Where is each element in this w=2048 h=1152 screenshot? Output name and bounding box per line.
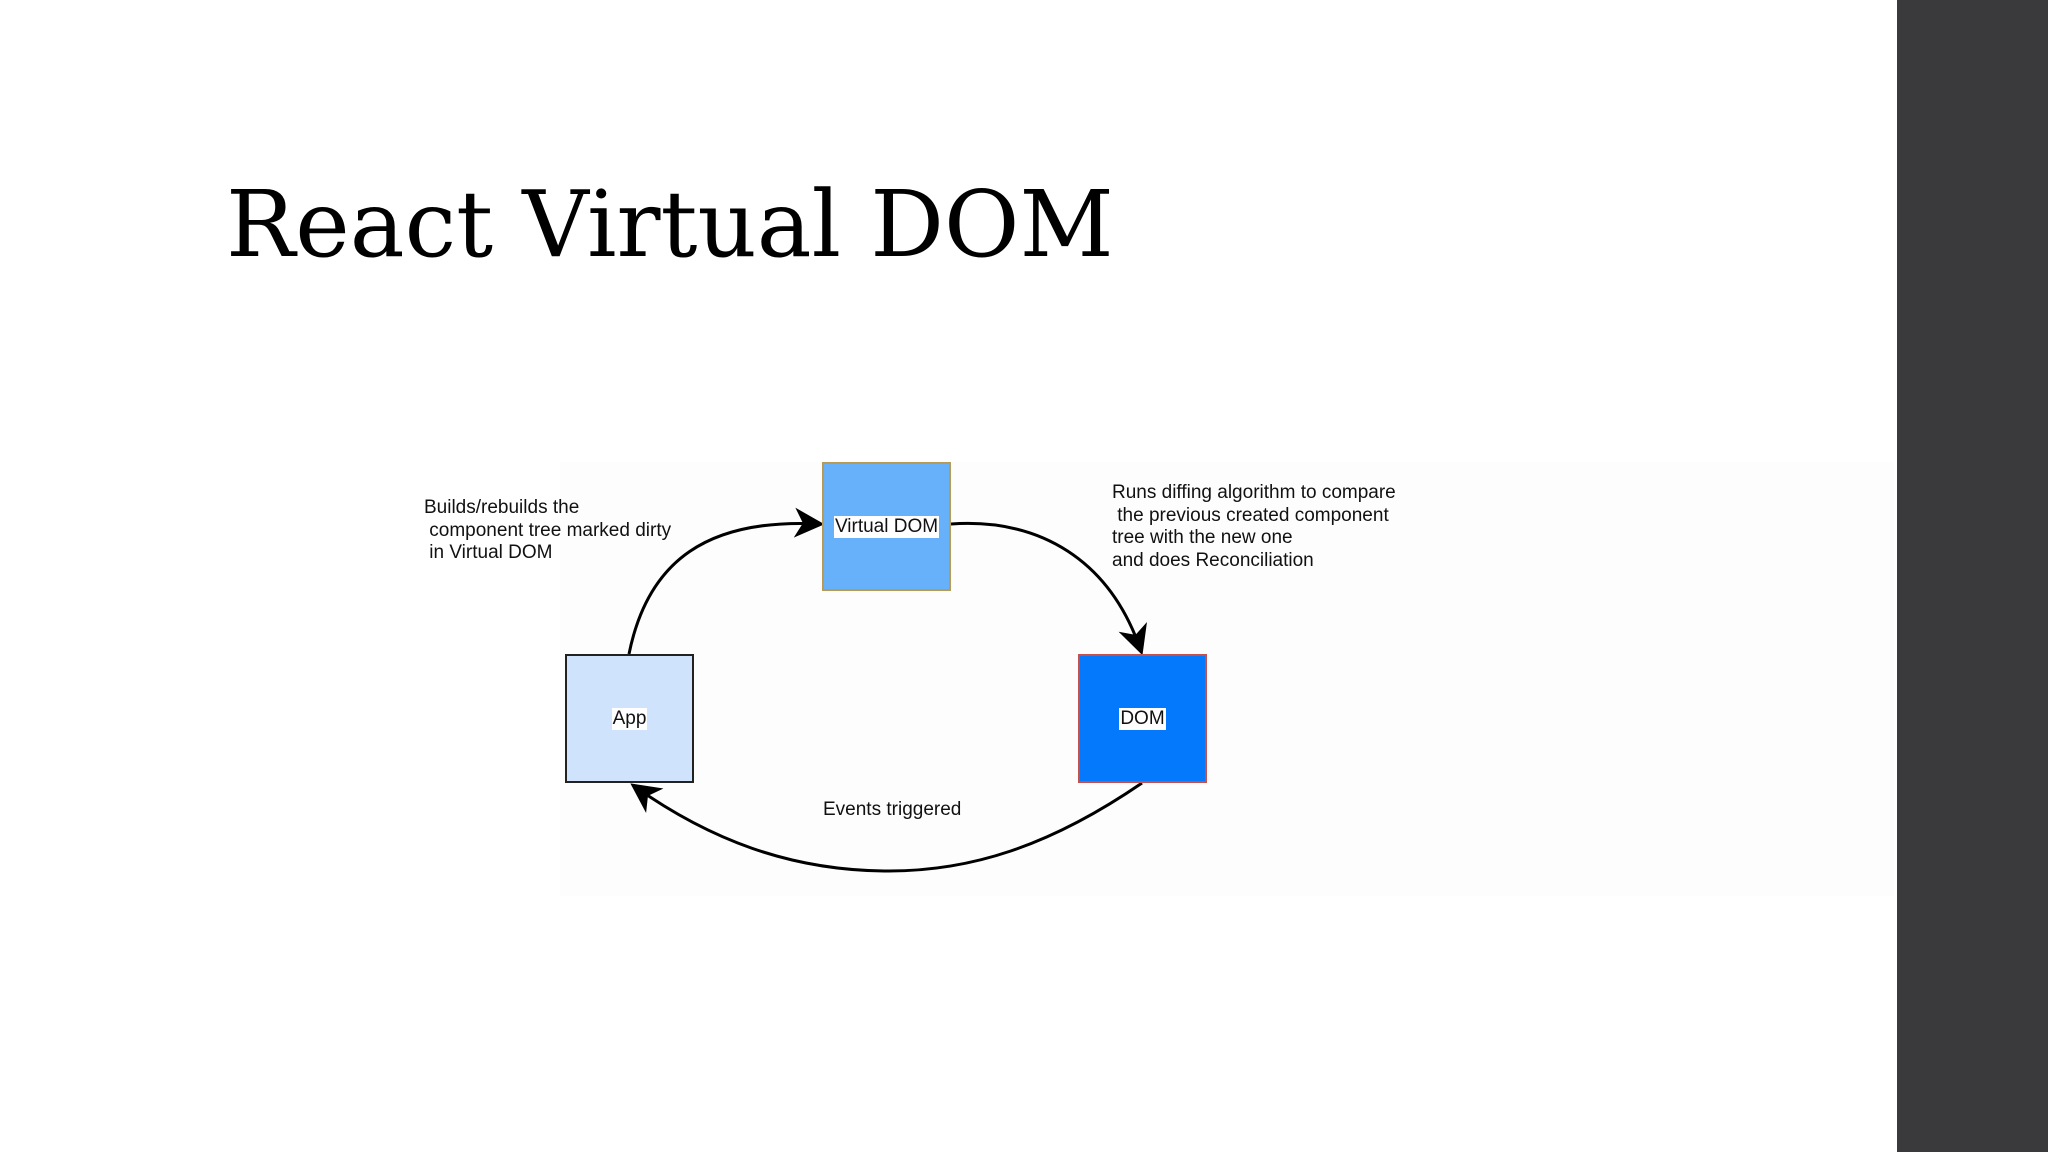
dom-node: DOM xyxy=(1078,654,1207,783)
diff-annotation: Runs diffing algorithm to compare the pr… xyxy=(1112,482,1396,572)
virtual-dom-label: Virtual DOM xyxy=(833,515,940,538)
edge-app-to-virtual-dom xyxy=(627,507,825,655)
side-panel xyxy=(1897,0,2048,1152)
diff-annotation-line: and does Reconciliation xyxy=(1112,549,1314,571)
build-annotation-line: in Virtual DOM xyxy=(424,542,553,563)
diagram-canvas xyxy=(560,462,1894,896)
slide-title: React Virtual DOM xyxy=(226,171,1114,278)
app-node: App xyxy=(565,654,694,783)
build-annotation-line: Builds/rebuilds the xyxy=(424,497,580,518)
diff-annotation-line: tree with the new one xyxy=(1112,527,1293,548)
build-annotation-line: component tree marked dirty xyxy=(424,519,672,541)
events-annotation: Events triggered xyxy=(823,799,962,820)
edge-virtual-dom-to-dom xyxy=(950,521,1147,656)
edge-dom-to-app xyxy=(630,781,1143,873)
build-annotation: Builds/rebuilds the component tree marke… xyxy=(424,497,671,565)
diff-annotation-line: Runs diffing algorithm to compare xyxy=(1112,482,1396,503)
dom-label: DOM xyxy=(1119,707,1166,730)
slide: React Virtual DOM Virtual DOM App DOM Bu… xyxy=(226,171,1894,896)
app-label: App xyxy=(611,707,648,730)
diff-annotation-line: the previous created component xyxy=(1112,504,1389,526)
virtual-dom-node: Virtual DOM xyxy=(822,462,951,591)
